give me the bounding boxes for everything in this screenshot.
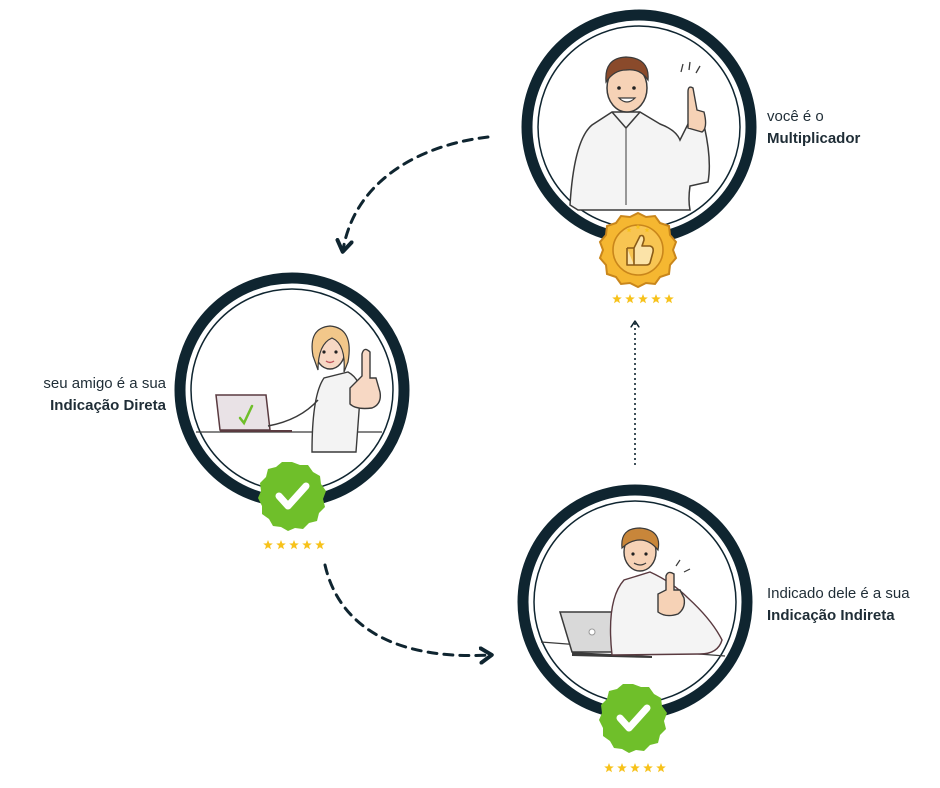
woman-laptop-thumbs-up-illustration [196, 325, 382, 453]
five-stars-icon [612, 294, 674, 304]
man-laptop-thumbs-up-illustration [540, 527, 726, 658]
green-check-seal-icon [258, 462, 326, 531]
node-bottom [517, 484, 753, 773]
caption-indicacao-direta: seu amigo é a sua Indicação Direta [10, 373, 166, 417]
arrow-top-to-left [343, 135, 490, 250]
node-top [521, 9, 757, 304]
caption-top-line2: Multiplicador [767, 130, 861, 147]
green-check-seal-icon [599, 684, 667, 753]
node-left [174, 272, 410, 550]
thumbs-up-medal-icon [598, 211, 678, 289]
caption-multiplicador: você é o Multiplicador [767, 106, 860, 150]
caption-indicacao-indireta: Indicado dele é a sua Indicação Indireta [767, 583, 910, 627]
caption-left-line1: seu amigo é a sua [43, 375, 166, 392]
caption-top-line1: você é o [767, 108, 824, 125]
arrow-left-to-bottom [323, 563, 490, 656]
five-stars-icon [263, 540, 325, 550]
caption-bottom-line2: Indicação Indireta [767, 607, 895, 624]
man-pointing-up-illustration [569, 56, 711, 211]
caption-left-line2: Indicação Direta [50, 397, 166, 414]
five-stars-icon [604, 763, 666, 773]
caption-bottom-line1: Indicado dele é a sua [767, 585, 910, 602]
